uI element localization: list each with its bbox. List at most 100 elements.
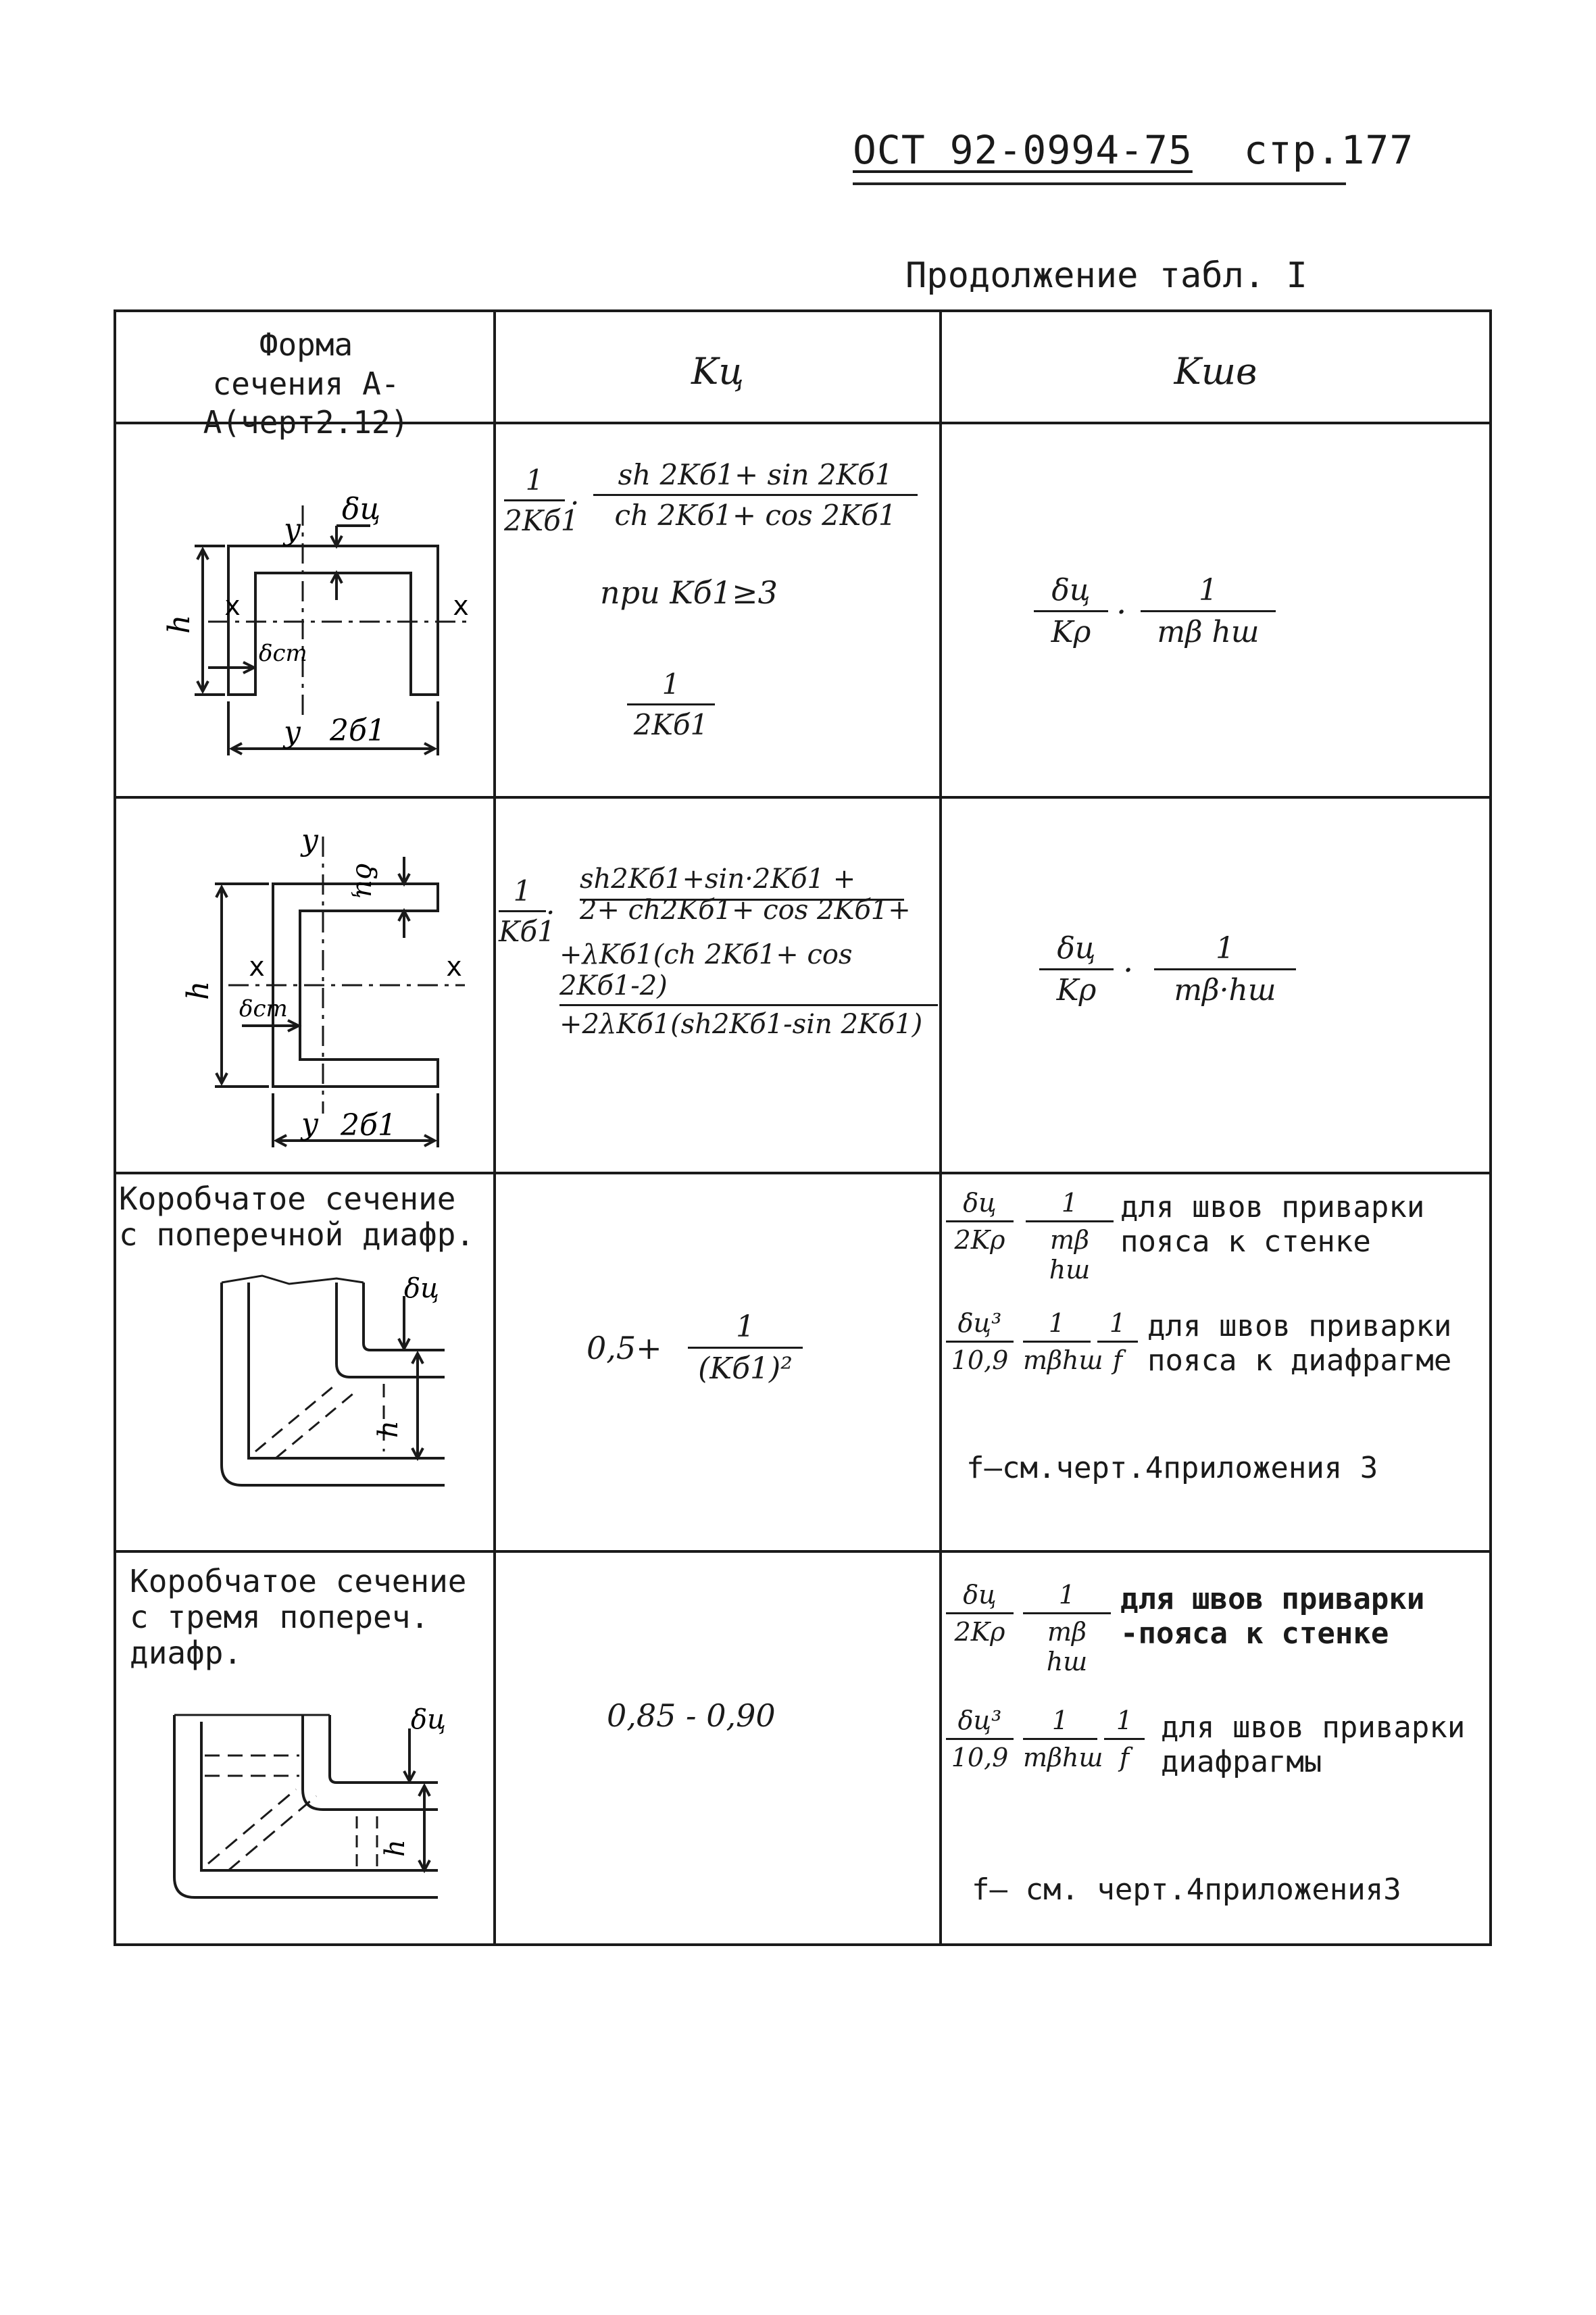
kshv3-note2: для швов приварки пояса к диафрагме: [1147, 1309, 1452, 1378]
kc3-frac-num: 1: [688, 1310, 803, 1349]
kc2-frac-a: 1 Kб1: [499, 874, 555, 948]
width-label: 2б1: [329, 714, 386, 748]
kshv1-frac-b-num: 1: [1141, 573, 1276, 612]
kshv4-ref: f— см. черт.4приложения3: [972, 1872, 1401, 1907]
kshv3-frac-b1-den: mβ hш: [1049, 1225, 1091, 1285]
channel-outline: [227, 545, 439, 696]
y-top-label: y: [282, 512, 301, 547]
kc2-frac-a-num: 1: [499, 874, 546, 912]
kshv4-frac-a1: δц 2Kρ: [946, 1580, 1014, 1647]
header-form: Форма сечения А-А(черт2.12): [120, 326, 492, 443]
kshv1-frac-a-num: δц: [1034, 573, 1108, 612]
kshv3-frac-a2-den: 10,9: [951, 1345, 1009, 1375]
kshv4-frac-a2-den: 10,9: [951, 1743, 1009, 1772]
kc2-den-2: +2λKб1(sh2Kб1-sin 2Kб1): [559, 1009, 923, 1040]
header-form-line1: Форма: [259, 326, 353, 363]
kc3-frac-den: (Kб1)²: [698, 1351, 793, 1386]
kshv4-frac-b2: 1 mβhш: [1023, 1706, 1103, 1772]
kshv2-frac-a: δц Kρ: [1039, 931, 1114, 1007]
y-bottom-label: y: [300, 1107, 319, 1141]
kc2-dot: ·: [546, 896, 555, 929]
kshv3-frac-b1: 1 mβ hш: [1026, 1188, 1114, 1285]
delta-c-label: δц: [404, 1273, 439, 1304]
channel-section-diagram-2: δц y y x x h δст 2б1: [181, 823, 465, 1147]
document-header: ОСТ 92-0994-75 стр.177: [853, 127, 1414, 173]
page-label: стр.: [1243, 127, 1341, 173]
kshv3-note1: для швов приварки пояса к стенке: [1120, 1190, 1425, 1259]
row-divider-3: [114, 1550, 1492, 1553]
y-bottom-label: y: [282, 715, 301, 749]
kc1-frac-c: 1 2Kб1: [627, 668, 715, 741]
kshv1-frac-b-den: mβ hш: [1157, 615, 1260, 649]
h-label: h: [181, 981, 216, 1000]
kc1-frac-b-den: ch 2Kб1+ cos 2Kб1: [614, 499, 897, 532]
kc1-dot: ·: [570, 487, 580, 520]
kshv4-frac-b2-num: 1: [1023, 1706, 1097, 1740]
header-form-line2: сечения А-А(черт2.12): [203, 365, 409, 441]
table-border-right: [1489, 309, 1492, 1946]
kshv4-frac-b1: 1 mβ hш: [1023, 1580, 1111, 1676]
x-right-label: x: [453, 591, 469, 622]
kshv4-frac-a1-num: δц: [946, 1580, 1014, 1614]
table-caption: Продолжение табл. I: [905, 255, 1307, 296]
kshv1-dot: ·: [1116, 593, 1127, 631]
page-number: 177: [1341, 127, 1414, 173]
header-kc: Kц: [691, 350, 745, 393]
kc1-frac-c-num: 1: [627, 668, 715, 705]
delta-wall-label: δст: [259, 640, 307, 667]
header-rule: [853, 182, 1346, 185]
kc2-num-1: sh2Kб1+sin·2Kб1 +: [580, 864, 856, 895]
kc2-frac-line-1: [580, 899, 904, 901]
kshv2-frac-a-num: δц: [1039, 931, 1114, 970]
kshv4-frac-c2: 1 f: [1104, 1706, 1145, 1772]
kshv4-note1: для швов приварки -пояса к стенке: [1120, 1582, 1425, 1651]
kc1-frac-b: sh 2Kб1+ sin 2Kб1 ch 2Kб1+ cos 2Kб1: [593, 458, 918, 532]
kshv2-frac-b-den: mβ·hш: [1174, 973, 1276, 1007]
kshv2-frac-b-num: 1: [1154, 931, 1296, 970]
delta-c-label: δц: [342, 492, 380, 526]
kshv4-frac-b2-den: mβhш: [1023, 1743, 1103, 1772]
h-label: h: [380, 1839, 411, 1857]
col-divider-2: [939, 309, 942, 1946]
table-border-bottom: [114, 1943, 1492, 1946]
kshv3-ref: f—см.черт.4приложения 3: [966, 1451, 1378, 1485]
kshv4-frac-a1-den: 2Kρ: [954, 1617, 1005, 1647]
kc2-frac-b: sh2Kб1+sin·2Kб1 + 2+ ch2Kб1+ cos 2Kб1+ +…: [559, 864, 938, 1040]
x-left-label: x: [224, 591, 241, 622]
header-kshv: Kшв: [1174, 350, 1257, 393]
kc1-frac-a-num: 1: [504, 464, 565, 501]
table-border-top: [114, 309, 1492, 312]
kc1-frac-b-num: sh 2Kб1+ sin 2Kб1: [593, 458, 918, 496]
kshv4-frac-a2: δц³ 10,9: [946, 1706, 1014, 1772]
kc1-frac-a: 1 2Kб1: [504, 464, 579, 537]
kshv4-frac-b1-den: mβ hш: [1046, 1617, 1088, 1676]
main-table: Форма сечения А-А(черт2.12) Kц Kшв δц y …: [114, 309, 1492, 1946]
kshv3-frac-c2-den: f: [1112, 1345, 1123, 1375]
kc1-frac-a-den: 2Kб1: [504, 504, 579, 537]
box-section-diagram-1: δц h: [220, 1273, 445, 1487]
kshv1-frac-b: 1 mβ hш: [1141, 573, 1276, 649]
kshv4-frac-b1-num: 1: [1023, 1580, 1111, 1614]
kshv3-frac-b2-num: 1: [1023, 1308, 1091, 1343]
kshv1-frac-a-den: Kρ: [1051, 615, 1091, 649]
row-divider-head: [114, 422, 1492, 424]
kshv3-frac-a1: δц 2Kρ: [946, 1188, 1014, 1255]
kshv2-frac-b: 1 mβ·hш: [1154, 931, 1296, 1007]
row3-title: Коробчатое сечение с поперечной диафр.: [119, 1180, 475, 1253]
kshv3-frac-c2: 1 f: [1097, 1308, 1138, 1375]
kshv1-frac-a: δц Kρ: [1034, 573, 1108, 649]
kshv4-frac-c2-num: 1: [1104, 1706, 1145, 1740]
box-section-diagram-2: δц h: [173, 1704, 446, 1899]
kc4-value: 0,85 - 0,90: [607, 1697, 776, 1734]
kshv2-dot: ·: [1123, 951, 1134, 989]
channel-outline: [272, 882, 439, 1088]
x-right-label: x: [446, 951, 462, 982]
row-divider-1: [114, 796, 1492, 799]
kshv3-frac-a1-den: 2Kρ: [954, 1225, 1005, 1255]
kshv3-frac-b1-num: 1: [1026, 1188, 1114, 1222]
doc-code: ОСТ 92-0994-75: [853, 127, 1193, 173]
kc2-frac-a-den: Kб1: [499, 915, 555, 948]
channel-section-diagram-1: δц y y x x h δст 2б1: [162, 492, 472, 755]
kshv4-frac-a2-num: δц³: [946, 1706, 1014, 1740]
kshv3-frac-c2-num: 1: [1097, 1308, 1138, 1343]
